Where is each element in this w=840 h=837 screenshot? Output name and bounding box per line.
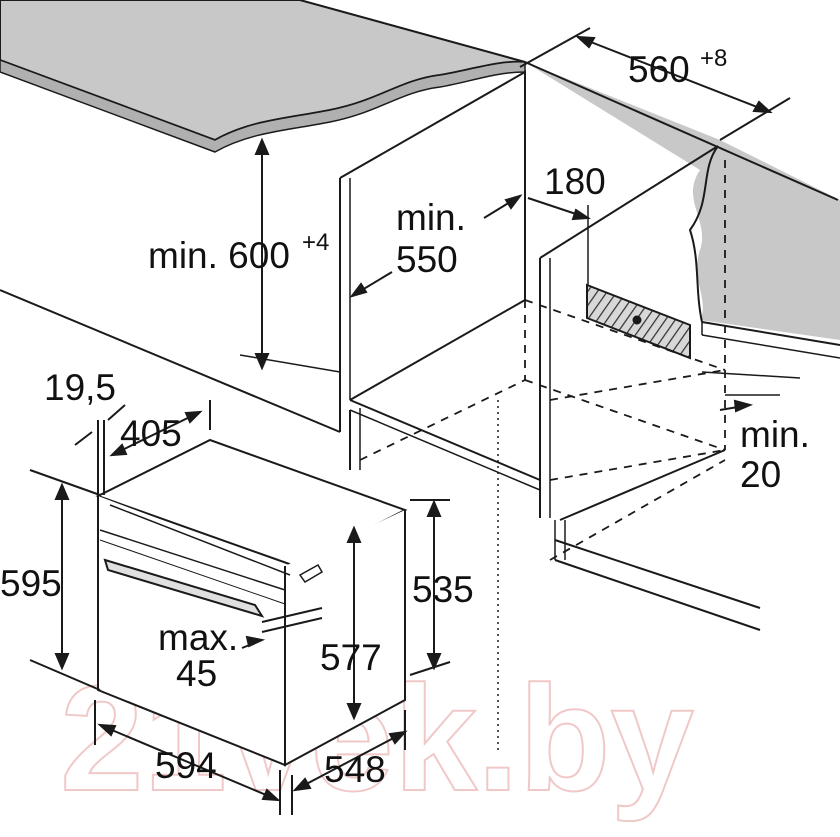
label-niche-depth-min: min. (396, 197, 466, 238)
label-door-depth: 405 (120, 413, 182, 454)
label-cabinet-width: 560 (628, 49, 690, 90)
label-oven-width: 594 (155, 745, 217, 786)
oven (95, 438, 408, 767)
label-handle-offset-value: 45 (176, 653, 217, 694)
dimension-lines (29, 27, 791, 815)
worktop (0, 0, 840, 359)
label-oven-depth: 548 (324, 749, 386, 790)
dimension-labels: 560 +8 180 min. 600 +4 min. 550 min. 20 … (0, 45, 810, 790)
label-rear-gap-value: 20 (740, 454, 781, 495)
label-cabinet-width-tolerance: +8 (700, 45, 727, 72)
label-niche-height-tolerance: +4 (302, 229, 329, 256)
label-niche-depth-value: 550 (396, 239, 458, 280)
label-oven-height: 595 (0, 563, 62, 604)
label-body-height: 535 (412, 569, 474, 610)
label-niche-height: min. 600 (148, 235, 290, 276)
label-panel-thickness: 19,5 (44, 367, 116, 408)
label-handle-offset-max: max. (158, 617, 238, 658)
cabinet-niche (0, 70, 801, 752)
label-socket-offset: 180 (544, 161, 606, 202)
label-inner-height: 577 (320, 637, 382, 678)
label-rear-gap-min: min. (740, 414, 810, 455)
